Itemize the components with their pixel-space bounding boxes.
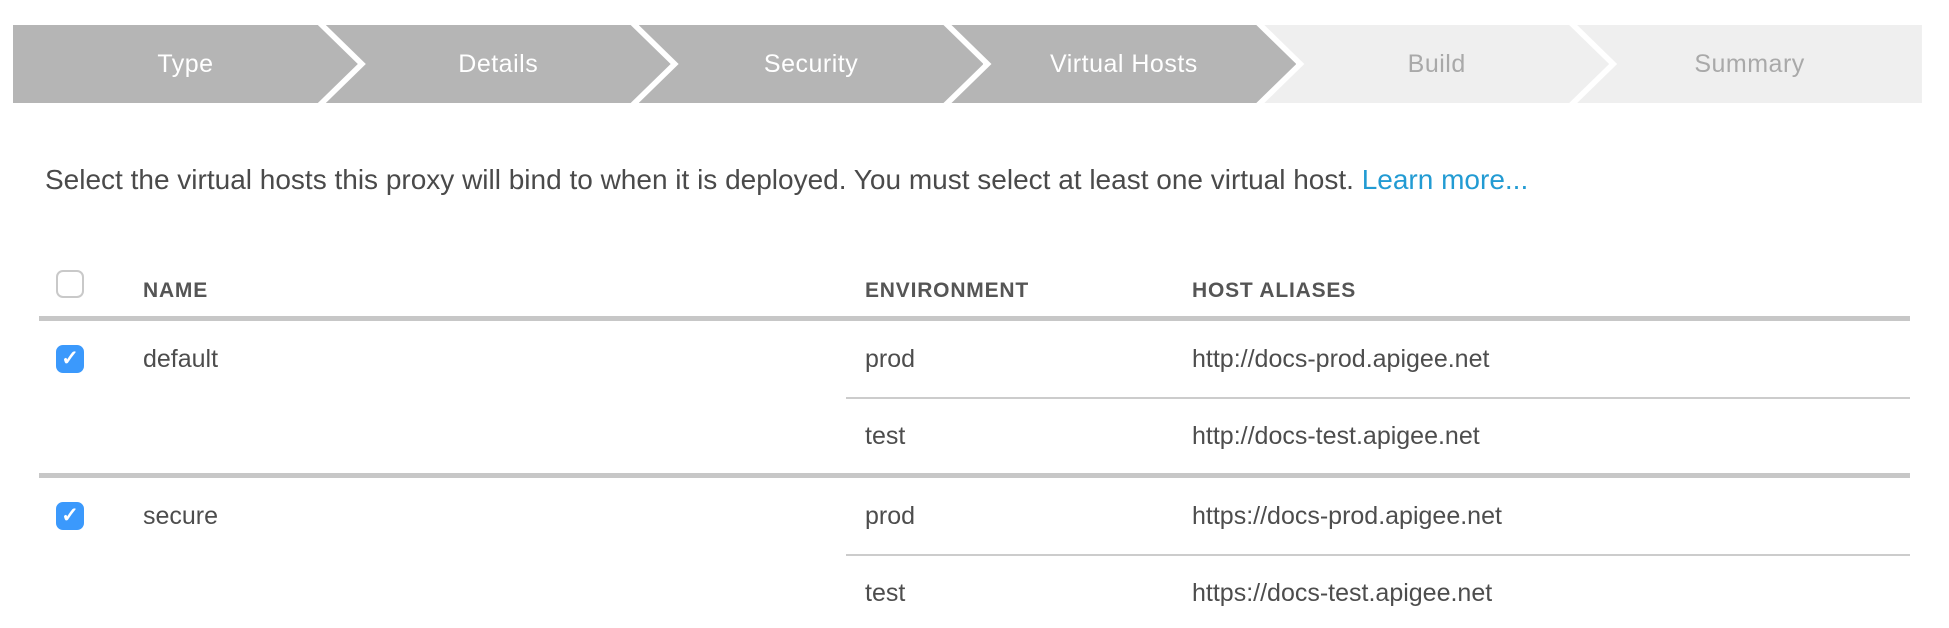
step-label: Build bbox=[1407, 49, 1466, 78]
step-security[interactable]: Security bbox=[639, 25, 984, 103]
environment-value: test bbox=[865, 421, 906, 450]
row-entries: prod https://docs-prod.apigee.net test h… bbox=[846, 478, 1910, 628]
row-checkbox-cell bbox=[39, 345, 143, 373]
step-details[interactable]: Details bbox=[326, 25, 671, 103]
entry-row: test https://docs-test.apigee.net bbox=[846, 554, 1910, 628]
step-summary: Summary bbox=[1577, 25, 1922, 103]
entry-row: prod https://docs-prod.apigee.net bbox=[846, 478, 1910, 554]
header-name: NAME bbox=[143, 279, 209, 302]
header-host-aliases: HOST ALIASES bbox=[1192, 279, 1357, 302]
step-label: Summary bbox=[1694, 49, 1805, 78]
environment-value: prod bbox=[865, 344, 916, 373]
environment-value: prod bbox=[865, 501, 916, 530]
row-name-cell: default bbox=[39, 321, 846, 397]
host-alias-value: https://docs-test.apigee.net bbox=[1192, 578, 1493, 607]
table-row: secure prod https://docs-prod.apigee.net… bbox=[39, 478, 1910, 628]
row-checkbox-cell bbox=[39, 502, 143, 530]
header-environment: ENVIRONMENT bbox=[865, 279, 1029, 302]
step-type[interactable]: Type bbox=[13, 25, 358, 103]
table-header-row: NAME ENVIRONMENT HOST ALIASES bbox=[39, 255, 1910, 321]
page-description: Select the virtual hosts this proxy will… bbox=[45, 163, 1904, 197]
host-alias-value: http://docs-test.apigee.net bbox=[1192, 421, 1480, 450]
header-checkbox-cell bbox=[39, 270, 143, 303]
row-checkbox[interactable] bbox=[56, 502, 84, 530]
step-build: Build bbox=[1264, 25, 1609, 103]
wizard-stepper: Type Details Security Virtual Hosts Buil… bbox=[13, 25, 1922, 103]
step-virtual-hosts[interactable]: Virtual Hosts bbox=[951, 25, 1296, 103]
step-label: Security bbox=[763, 49, 859, 78]
virtual-hosts-table: NAME ENVIRONMENT HOST ALIASES default pr… bbox=[39, 255, 1910, 628]
step-label: Virtual Hosts bbox=[1050, 49, 1198, 78]
host-alias-value: https://docs-prod.apigee.net bbox=[1192, 501, 1502, 530]
environment-value: test bbox=[865, 578, 906, 607]
row-name-cell: secure bbox=[39, 478, 846, 554]
learn-more-link[interactable]: Learn more... bbox=[1361, 164, 1529, 195]
step-label: Details bbox=[458, 49, 539, 78]
virtual-host-name: default bbox=[143, 344, 219, 373]
table-row: default prod http://docs-prod.apigee.net… bbox=[39, 321, 1910, 478]
host-alias-value: http://docs-prod.apigee.net bbox=[1192, 344, 1490, 373]
virtual-host-name: secure bbox=[143, 501, 219, 530]
row-checkbox[interactable] bbox=[56, 345, 84, 373]
description-text: Select the virtual hosts this proxy will… bbox=[45, 164, 1354, 195]
select-all-checkbox[interactable] bbox=[56, 270, 84, 298]
entry-row: prod http://docs-prod.apigee.net bbox=[846, 321, 1910, 397]
entry-row: test http://docs-test.apigee.net bbox=[846, 397, 1910, 473]
step-label: Type bbox=[157, 49, 214, 78]
row-entries: prod http://docs-prod.apigee.net test ht… bbox=[846, 321, 1910, 473]
